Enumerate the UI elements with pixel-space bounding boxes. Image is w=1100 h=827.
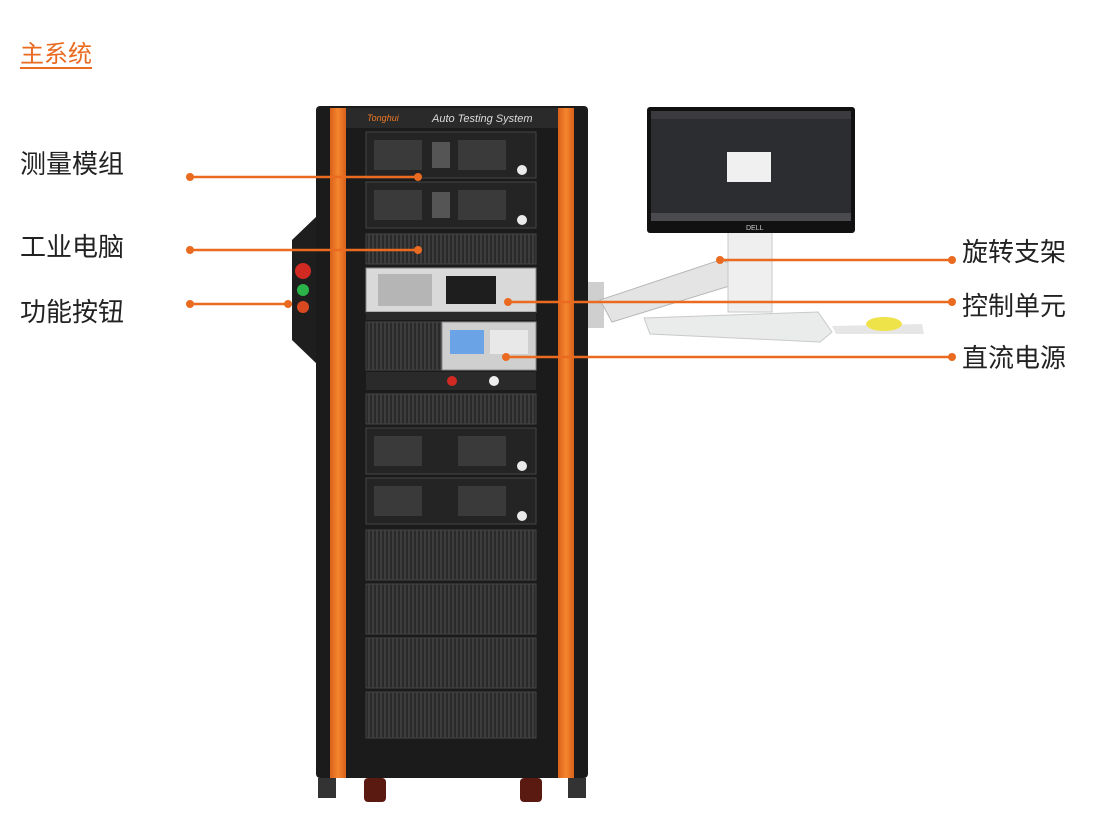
label-dc-power: 直流电源 bbox=[962, 344, 1067, 374]
monitor: DELL bbox=[647, 107, 855, 233]
monitor-brand: DELL bbox=[746, 225, 764, 232]
callout-dots bbox=[186, 173, 956, 361]
measurement-module-top bbox=[365, 131, 537, 229]
cabinet-header-text: Auto Testing System bbox=[431, 113, 532, 125]
page-title: 主系统 bbox=[20, 40, 92, 68]
lower-vent-panels bbox=[365, 529, 537, 739]
right-orange-rail bbox=[558, 108, 574, 778]
mouse-icon bbox=[866, 317, 902, 331]
green-button-icon[interactable] bbox=[297, 284, 309, 296]
cabinet-casters bbox=[318, 778, 586, 802]
orange-button-icon[interactable] bbox=[297, 301, 309, 313]
dc-power-unit bbox=[365, 321, 537, 390]
label-measurement-module: 测量模组 bbox=[20, 150, 125, 180]
label-function-buttons: 功能按钮 bbox=[20, 298, 125, 328]
cabinet: Tonghui Auto Testing System bbox=[316, 106, 588, 802]
measurement-module-middle bbox=[365, 427, 537, 525]
label-control-unit: 控制单元 bbox=[962, 292, 1067, 322]
swivel-bracket bbox=[588, 231, 924, 343]
control-unit bbox=[365, 267, 537, 320]
vent-panel bbox=[365, 393, 537, 425]
left-orange-rail bbox=[330, 108, 346, 778]
callout-lines bbox=[190, 175, 952, 359]
label-swivel-bracket: 旋转支架 bbox=[962, 238, 1067, 268]
cabinet-logo: Tonghui bbox=[367, 113, 400, 123]
function-button-panel bbox=[292, 215, 318, 365]
label-industrial-pc: 工业电脑 bbox=[20, 233, 125, 263]
red-button-icon[interactable] bbox=[295, 263, 311, 279]
